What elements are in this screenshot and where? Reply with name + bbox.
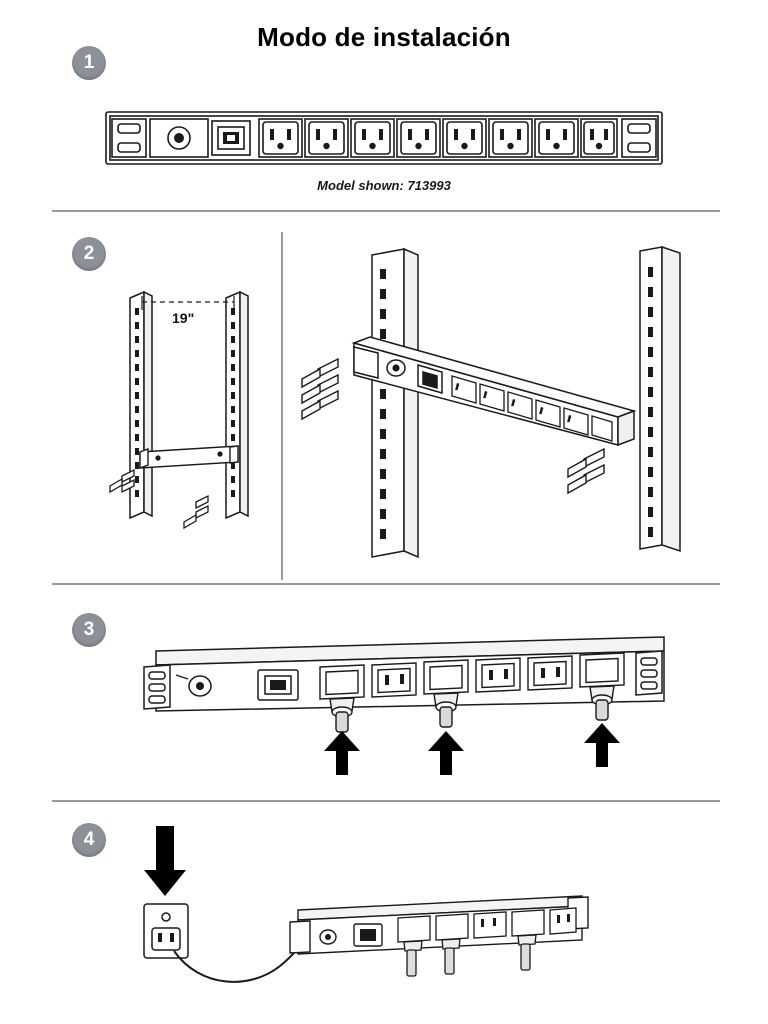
step-2-rack-rails-diagram [100,280,280,560]
step-1-caption: Model shown: 713993 [317,178,451,193]
divider-3 [52,800,720,802]
divider-step2-vertical [281,232,283,580]
step-3-plug-connection-diagram [130,615,690,785]
step-badge-1: 1 [72,46,106,80]
divider-2 [52,583,720,585]
step-badge-2: 2 [72,237,106,271]
step-1-pdu-front-view [104,108,664,178]
step-badge-3: 3 [72,613,106,647]
plug-in-arrow [144,826,186,896]
page-title: Modo de instalación [257,22,511,52]
insert-arrows [324,723,620,775]
step-2-rack-install-diagram [300,245,720,575]
step-2-dimension-label: 19" [172,310,195,326]
step-4-wall-outlet-connection-diagram [130,818,650,1003]
divider-1 [52,210,720,212]
step-badge-4: 4 [72,823,106,857]
